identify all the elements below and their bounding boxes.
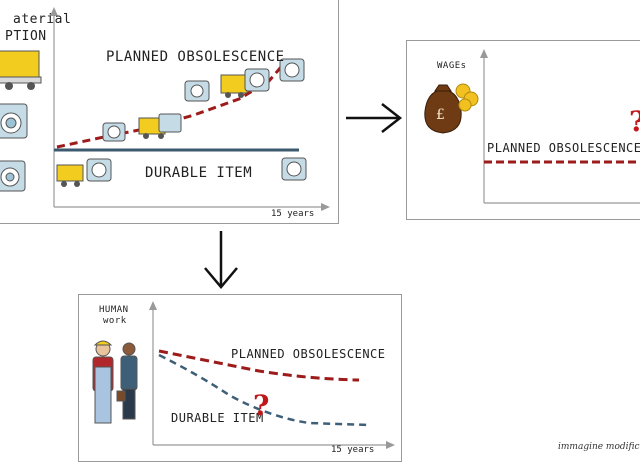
washing-machine-icon	[0, 103, 28, 139]
human-work-chart	[92, 301, 395, 449]
truck-icon	[56, 164, 84, 187]
svg-text:£: £	[436, 107, 445, 123]
x-axis-end-label: 15 years	[271, 209, 315, 219]
consumption-ylabel-line1: aterial	[13, 12, 72, 27]
x-axis-arrowhead	[321, 203, 330, 211]
consumption-ylabel-line2: PTION	[5, 29, 47, 44]
y-axis-arrowhead	[50, 7, 58, 16]
money-bag-icon: £	[424, 83, 479, 134]
truck-icon	[138, 113, 182, 139]
worker-figures-icon	[92, 340, 138, 424]
y-axis-arrowhead	[480, 49, 488, 58]
human-work-ylabel-line2: work	[103, 316, 127, 326]
arrow-down-icon	[204, 231, 238, 289]
washing-machine-icon	[279, 58, 305, 82]
planned-obsolescence-line	[158, 349, 360, 382]
planned-obsolescence-label: PLANNED OBSOLESCENCE	[231, 347, 386, 361]
wages-question-mark: ?	[629, 105, 640, 138]
y-axis-arrowhead	[149, 301, 157, 310]
x-axis-arrowhead	[386, 441, 395, 449]
truck-icon	[0, 50, 42, 90]
durable-item-line	[158, 353, 370, 427]
washing-machine-icon	[184, 80, 210, 102]
consumption-chart	[0, 7, 330, 211]
durable-item-label: DURABLE ITEM	[171, 411, 264, 425]
x-axis-end-label: 15 years	[331, 445, 375, 455]
planned-obsolescence-label: PLANNED OBSOLESCENCE	[106, 49, 285, 65]
wages-line-label: PLANNED OBSOLESCENCE DU	[487, 141, 640, 155]
arrow-right-icon	[346, 103, 403, 133]
wages-chart: £	[424, 49, 640, 204]
wages-ylabel: WAGEs	[437, 61, 467, 71]
consumption-panel: aterial PTION PLANNED OBSOLESCENCE DURAB…	[0, 0, 339, 224]
human-work-ylabel-line1: HUMAN	[99, 305, 129, 315]
washing-machine-icon	[0, 160, 26, 192]
wages-panel: £ WAGEs PLANNED OBSOLESCENCE DU ?	[406, 40, 640, 220]
washing-machine-icon	[244, 68, 270, 92]
human-work-panel: HUMAN work PLANNED OBSOLESCENCE DURABLE …	[78, 294, 402, 462]
washing-machine-icon	[102, 122, 126, 142]
truck-icon	[220, 74, 248, 98]
durable-item-label: DURABLE ITEM	[145, 165, 253, 181]
image-credit: immagine modifica	[558, 442, 640, 452]
washing-machine-icon	[281, 157, 307, 181]
human-work-question-mark: ?	[253, 389, 270, 422]
washing-machine-icon	[86, 158, 112, 182]
